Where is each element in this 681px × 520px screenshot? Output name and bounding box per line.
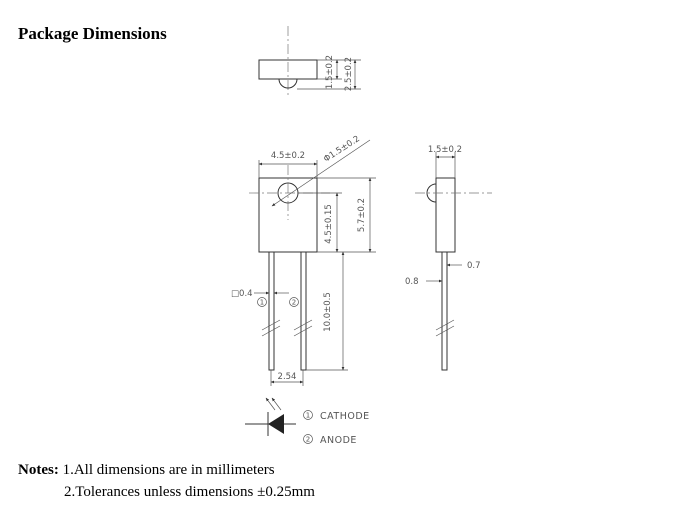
notes-text-1: 1.All dimensions are in millimeters xyxy=(58,462,275,478)
notes-block: Notes: 1.All dimensions are in millimete… xyxy=(18,459,315,503)
legend-num-1: 1 xyxy=(306,412,310,420)
notes-line-1: Notes: 1.All dimensions are in millimete… xyxy=(18,459,315,481)
pin-1-label: 1 xyxy=(260,299,264,307)
dim-pitch: 2.54 xyxy=(278,372,297,382)
dim-lead-square: □0.4 xyxy=(231,289,253,299)
diode-symbol-icon xyxy=(245,397,296,436)
legend-cathode: CATHODE xyxy=(320,411,370,422)
dim-side-lead: 0.7 xyxy=(467,261,481,271)
dim-side-width: 1.5±0.2 xyxy=(428,145,462,155)
dim-side-offset: 0.8 xyxy=(405,277,419,287)
dim-top-h1: 1.5±0.2 xyxy=(325,55,335,89)
dim-lens-position: 4.5±0.15 xyxy=(324,204,334,244)
top-view: 1.5±0.2 2.5±0.2 xyxy=(258,26,361,98)
dim-front-width: 4.5±0.2 xyxy=(271,151,305,161)
notes-label: Notes: xyxy=(18,462,59,478)
front-view: 4.5±0.2 Φ1.5±0.2 4.5±0.15 5.7±0.2 1 2 □0… xyxy=(231,134,376,386)
dim-lead-length: 10.0±0.5 xyxy=(323,292,333,332)
pin-2-label: 2 xyxy=(292,299,296,307)
page-title: Package Dimensions xyxy=(18,24,167,43)
dim-body-height: 5.7±0.2 xyxy=(357,198,367,232)
legend-anode: ANODE xyxy=(320,435,357,446)
legend-num-2: 2 xyxy=(306,436,310,444)
side-view: 1.5±0.2 0.7 0.8 xyxy=(405,145,492,371)
notes-line-2: 2.Tolerances unless dimensions ±0.25mm xyxy=(64,484,315,500)
dim-top-h2: 2.5±0.2 xyxy=(344,57,354,91)
